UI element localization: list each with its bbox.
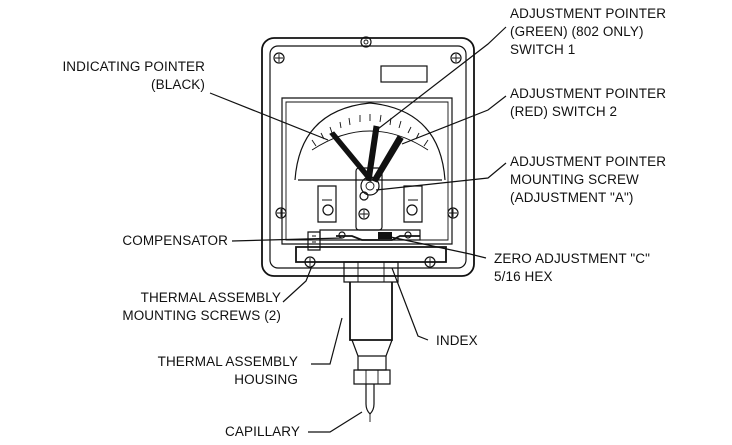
label-mounting-screws-line1: THERMAL ASSEMBLY [141, 290, 281, 305]
label-zero-adj-line2: 5/16 HEX [494, 269, 553, 284]
zero-adjustment-c-icon [378, 232, 392, 239]
label-index: INDEX [436, 333, 478, 348]
adjustment-pointer-red [371, 135, 404, 183]
callout-thermal-mounting-screws: THERMAL ASSEMBLY MOUNTING SCREWS (2) [122, 290, 281, 323]
callout-indicating-pointer: INDICATING POINTER (BLACK) [62, 59, 205, 92]
label-indicating-pointer-line2: (BLACK) [151, 77, 205, 92]
instrument-housing [261, 36, 475, 277]
label-adj-green-line1: ADJUSTMENT POINTER [510, 6, 666, 21]
label-adj-red-line2: (RED) SWITCH 2 [510, 104, 617, 119]
callout-adjustment-pointer-screw: ADJUSTMENT POINTER MOUNTING SCREW (ADJUS… [510, 154, 666, 205]
label-capillary: CAPILLARY [225, 424, 300, 439]
callout-adjustment-pointer-green: ADJUSTMENT POINTER (GREEN) (802 ONLY) SW… [510, 6, 666, 57]
callout-compensator: COMPENSATOR [122, 233, 228, 248]
callout-index: INDEX [436, 333, 478, 348]
callout-thermal-housing: THERMAL ASSEMBLY HOUSING [158, 354, 298, 387]
nameplate [380, 65, 428, 83]
label-zero-adj-line1: ZERO ADJUSTMENT "C" [494, 251, 650, 266]
label-adj-green-line3: SWITCH 1 [510, 42, 575, 57]
thermal-assembly [295, 246, 447, 422]
label-mounting-screws-line2: MOUNTING SCREWS (2) [122, 308, 281, 323]
adjustment-screw-a-icon [358, 208, 370, 220]
pointer-mechanism [307, 167, 423, 251]
housing-top-screw-icon [360, 36, 372, 48]
callout-zero-adjustment: ZERO ADJUSTMENT "C" 5/16 HEX [494, 251, 650, 284]
label-adj-red-line1: ADJUSTMENT POINTER [510, 86, 666, 101]
label-adj-screw-line2: MOUNTING SCREW [510, 172, 639, 187]
mounting-screws-icon [304, 256, 436, 268]
callout-capillary: CAPILLARY [225, 424, 300, 439]
adjustment-pointer-green [365, 125, 380, 182]
label-indicating-pointer-line1: INDICATING POINTER [62, 59, 205, 74]
label-thermal-housing-line2: HOUSING [234, 372, 298, 387]
label-compensator: COMPENSATOR [122, 233, 228, 248]
label-adj-screw-line1: ADJUSTMENT POINTER [510, 154, 666, 169]
label-thermal-housing-line1: THERMAL ASSEMBLY [158, 354, 298, 369]
leader-lines [209, 26, 507, 433]
label-adj-green-line2: (GREEN) (802 ONLY) [510, 24, 644, 39]
label-adj-screw-line3: (ADJUSTMENT "A") [510, 190, 633, 205]
indicating-pointer-black [329, 131, 373, 181]
callout-adjustment-pointer-red: ADJUSTMENT POINTER (RED) SWITCH 2 [510, 86, 666, 119]
